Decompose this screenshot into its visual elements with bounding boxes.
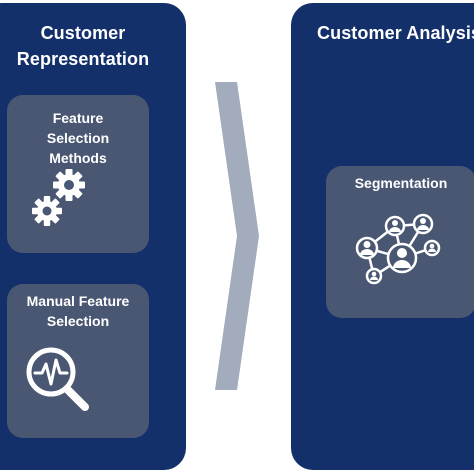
chevron-right-arrow [215,82,259,390]
feature-selection-methods-card: Feature Selection Methods [7,95,149,253]
customer-representation-panel: Customer Representation Feature Selectio… [0,3,186,470]
segmentation-label: Segmentation [354,175,448,191]
segmentation-card: Segmentation [326,166,474,318]
manual-feature-selection-card: Manual Feature Selection [7,284,149,438]
manual-feature-selection-label: Manual Feature Selection [26,293,130,329]
analytics-magnifier-icon [26,347,89,411]
feature-selection-methods-label: Feature Selection Methods [46,110,110,166]
gears-icon [32,169,85,226]
customer-network-icon [355,213,441,285]
customer-analysis-panel: Customer Analysis Segmentation [291,3,474,470]
customer-representation-title: Customer Representation [16,23,150,69]
customer-analysis-title: Customer Analysis [317,23,474,43]
